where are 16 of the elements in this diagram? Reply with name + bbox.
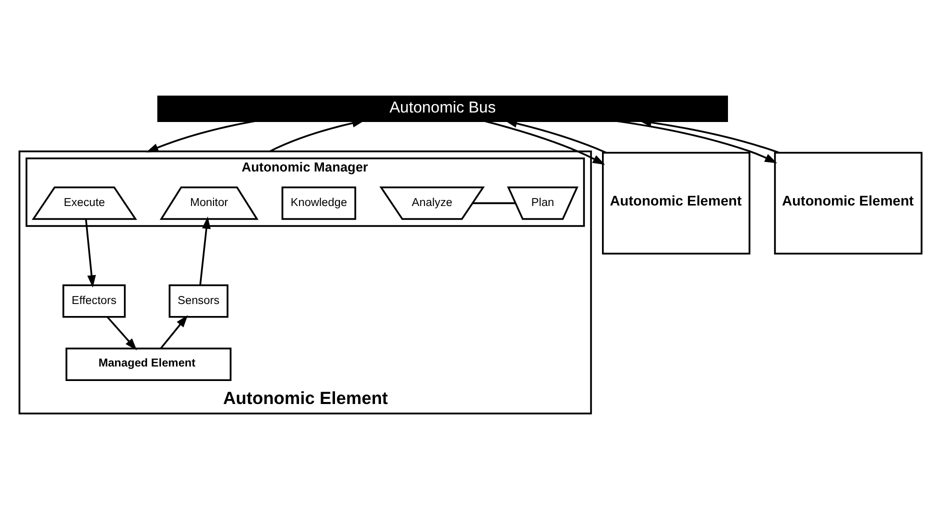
node-box: Effectors [62,284,126,318]
node-box: Sensors [168,284,228,318]
node-box: Knowledge [282,186,356,220]
arrow [484,120,606,165]
node-box: Autonomic Element [774,152,922,255]
node-box: Autonomic Element [602,152,750,255]
arrow [85,219,96,288]
arrow [106,316,137,350]
arrow [616,120,778,164]
arrow [199,216,211,286]
arrow [160,315,188,349]
arrow [146,120,256,152]
arrow [504,119,607,154]
node-box: Managed Element [66,348,232,381]
node-box: Autonomic Bus [157,96,728,122]
connector [472,202,516,204]
